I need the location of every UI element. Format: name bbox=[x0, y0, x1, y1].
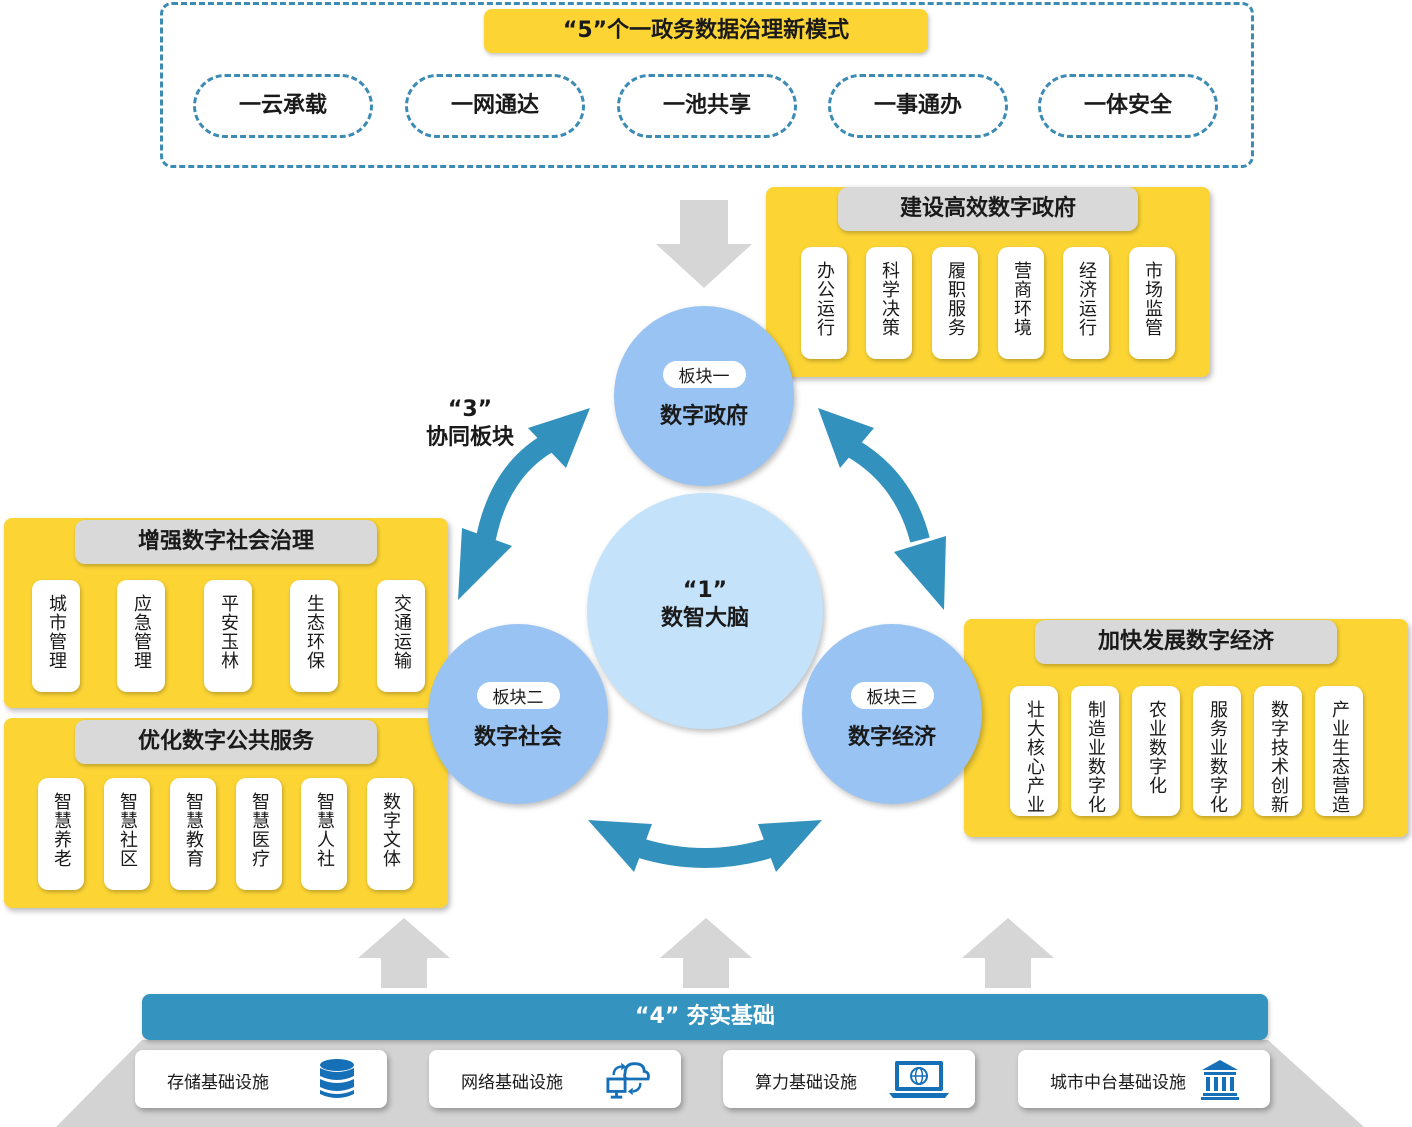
economy-item: 产业生态营造 bbox=[1315, 686, 1363, 816]
double-arrow-icon-bottom bbox=[637, 838, 773, 868]
pill-network: 一网通达 bbox=[405, 74, 585, 138]
module-economy-circle: 板块三 数字经济 bbox=[802, 624, 982, 804]
module-social-tag: 板块二 bbox=[476, 682, 560, 709]
collab-label-text: 协同板块 bbox=[425, 425, 514, 450]
economy-item: 壮大核心产业 bbox=[1010, 686, 1058, 816]
down-arrow-icon bbox=[656, 200, 752, 288]
brain-circle: “1” 数智大脑 bbox=[587, 493, 823, 729]
bank-building-icon bbox=[1201, 1060, 1239, 1100]
infra-platform-label: 城市中台基础设施 bbox=[1050, 1073, 1186, 1093]
economy-item: 数字技术创新 bbox=[1254, 686, 1302, 816]
pill-security: 一体安全 bbox=[1038, 74, 1218, 138]
economy-item: 农业数字化 bbox=[1132, 686, 1180, 816]
collab-label: “3” 协同板块 bbox=[410, 396, 530, 452]
infra-compute-label: 算力基础设施 bbox=[755, 1073, 857, 1093]
gov-item: 经济运行 bbox=[1063, 247, 1109, 359]
service-item: 数字文体 bbox=[367, 778, 413, 890]
up-arrow-icon-middle bbox=[660, 918, 752, 988]
brain-number: “1” bbox=[682, 578, 728, 603]
infra-storage-label: 存储基础设施 bbox=[167, 1073, 269, 1093]
cloud-network-icon bbox=[606, 1062, 650, 1099]
social-item: 城市管理 bbox=[32, 580, 80, 692]
gov-item: 办公运行 bbox=[801, 247, 847, 359]
pill-pool: 一池共享 bbox=[617, 74, 797, 138]
service-item: 智慧社区 bbox=[104, 778, 150, 890]
social-item: 平安玉林 bbox=[204, 580, 252, 692]
brain-title: 数智大脑 bbox=[660, 606, 749, 631]
module-gov-circle: 板块一 数字政府 bbox=[614, 306, 794, 486]
infra-network: 网络基础设施 bbox=[429, 1050, 681, 1108]
service-panel-title: 优化数字公共服务 bbox=[75, 720, 377, 764]
economy-panel-title: 加快发展数字经济 bbox=[1035, 620, 1337, 664]
infra-compute: 算力基础设施 bbox=[723, 1050, 975, 1108]
gov-item: 营商环境 bbox=[998, 247, 1044, 359]
social-panel-title: 增强数字社会治理 bbox=[75, 520, 377, 564]
infra-network-label: 网络基础设施 bbox=[461, 1073, 563, 1093]
service-item: 智慧养老 bbox=[38, 778, 84, 890]
up-arrow-icon-right bbox=[962, 918, 1054, 988]
economy-item: 制造业数字化 bbox=[1071, 686, 1119, 816]
pill-service: 一事通办 bbox=[828, 74, 1008, 138]
infra-storage: 存储基础设施 bbox=[135, 1050, 387, 1108]
gov-item: 科学决策 bbox=[866, 247, 912, 359]
service-item: 智慧医疗 bbox=[236, 778, 282, 890]
laptop-globe-icon bbox=[889, 1061, 949, 1098]
foundation-bar: “4” 夯实基础 bbox=[142, 994, 1268, 1040]
service-item: 智慧人社 bbox=[301, 778, 347, 890]
module-social-title: 数字社会 bbox=[473, 725, 562, 750]
five-modes-title: “5”个一政务数据治理新模式 bbox=[484, 9, 928, 53]
service-item: 智慧教育 bbox=[170, 778, 216, 890]
gov-panel-title: 建设高效数字政府 bbox=[838, 187, 1138, 231]
social-item: 应急管理 bbox=[117, 580, 165, 692]
gov-item: 市场监管 bbox=[1129, 247, 1175, 359]
economy-item: 服务业数字化 bbox=[1193, 686, 1241, 816]
collab-label-number: “3” bbox=[447, 397, 493, 422]
social-item: 交通运输 bbox=[377, 580, 425, 692]
module-economy-title: 数字经济 bbox=[847, 725, 936, 750]
module-economy-tag: 板块三 bbox=[850, 682, 934, 709]
double-arrow-icon-right bbox=[846, 439, 930, 543]
database-icon bbox=[320, 1059, 354, 1098]
module-gov-title: 数字政府 bbox=[659, 404, 748, 429]
module-gov-tag: 板块一 bbox=[662, 361, 746, 388]
module-social-circle: 板块二 数字社会 bbox=[428, 624, 608, 804]
gov-item: 履职服务 bbox=[932, 247, 978, 359]
pill-cloud: 一云承载 bbox=[193, 74, 373, 138]
infra-platform: 城市中台基础设施 bbox=[1018, 1050, 1270, 1108]
up-arrow-icon-left bbox=[358, 918, 450, 988]
five-modes-container bbox=[160, 2, 1254, 168]
social-item: 生态环保 bbox=[290, 580, 338, 692]
double-arrow-icon-left bbox=[476, 433, 556, 541]
